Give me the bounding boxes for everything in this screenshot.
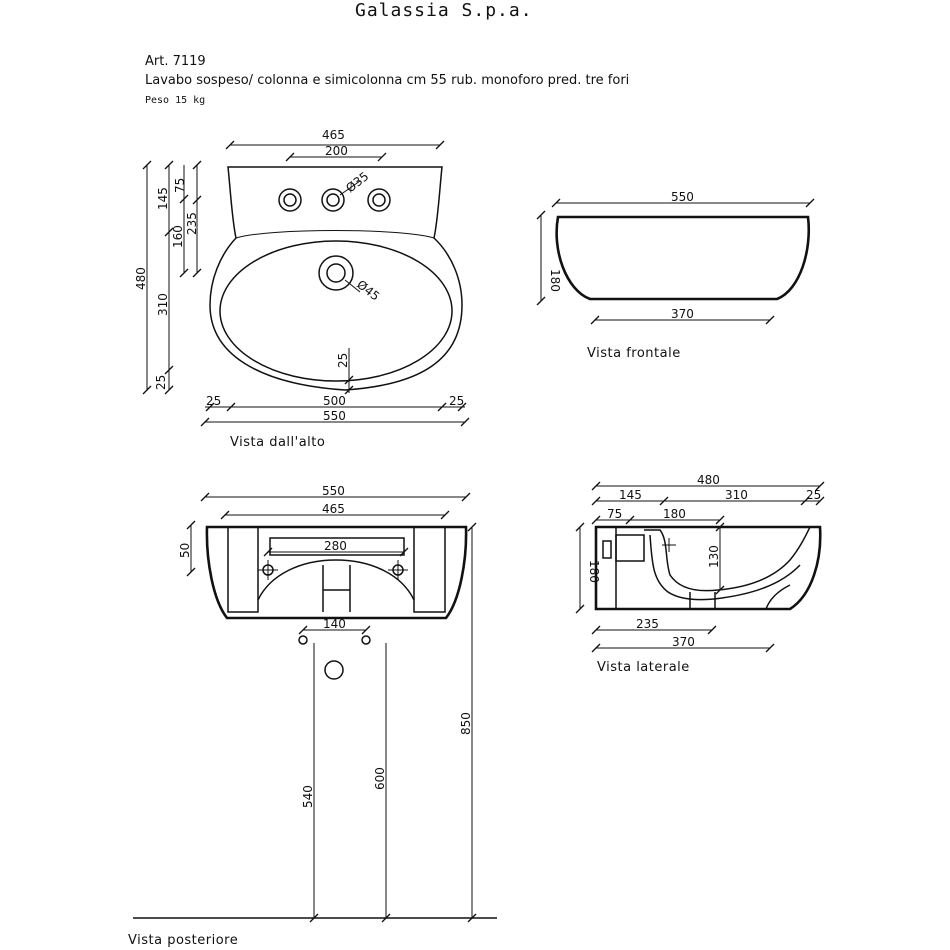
top-view: Ø35 Ø45 465 200 480 145 310 25 160 75 23… xyxy=(134,128,470,450)
tap-hole-right xyxy=(367,188,391,212)
dim-top-480: 480 xyxy=(134,267,148,290)
dim-side-180: 180 xyxy=(587,560,601,583)
rear-view-recess xyxy=(269,537,405,556)
dim-side-25: 25 xyxy=(806,488,821,502)
dim-hole-diameter: Ø35 xyxy=(343,169,371,195)
dim-side-235: 235 xyxy=(636,617,659,631)
pedestal-hole-left xyxy=(298,635,308,645)
side-view: 480 145 310 25 75 180 130 180 235 370 Vi… xyxy=(575,473,825,675)
drain-hole xyxy=(318,255,354,291)
dim-drain-diameter: Ø45 xyxy=(354,277,382,303)
dim-top-160: 160 xyxy=(171,225,185,248)
rear-view-outline xyxy=(205,525,468,620)
dim-front-550: 550 xyxy=(671,190,694,204)
dim-rear-850: 850 xyxy=(459,712,473,735)
side-view-inner-profile xyxy=(644,526,811,592)
dim-rear-465: 465 xyxy=(322,502,345,516)
dim-rear-550: 550 xyxy=(322,484,345,498)
caption-side-view: Vista laterale xyxy=(597,660,690,675)
dim-front-180: 180 xyxy=(548,269,562,292)
side-view-back-block xyxy=(596,526,617,609)
rear-view: 550 465 280 50 140 540 600 850 Vista pos… xyxy=(128,484,497,948)
dim-side-180-top: 180 xyxy=(663,507,686,521)
dim-front-370: 370 xyxy=(671,307,694,321)
side-view-outline xyxy=(594,525,822,611)
dim-top-75: 75 xyxy=(173,178,187,193)
caption-top-view: Vista dall'alto xyxy=(230,435,325,450)
article-code: Art. 7119 xyxy=(145,54,206,69)
dim-top-w25-left: 25 xyxy=(206,394,221,408)
dim-side-75: 75 xyxy=(607,507,622,521)
dim-top-145: 145 xyxy=(156,187,170,210)
dim-top-25-inner: 25 xyxy=(336,353,350,368)
tap-hole-left xyxy=(278,188,302,212)
front-view: 550 180 370 Vista frontale xyxy=(536,190,815,361)
dim-rear-280: 280 xyxy=(324,539,347,553)
caption-front-view: Vista frontale xyxy=(587,346,681,361)
rear-view-drain xyxy=(322,565,351,612)
dim-top-310: 310 xyxy=(156,293,170,316)
dim-side-310: 310 xyxy=(725,488,748,502)
company-title: Galassia S.p.a. xyxy=(355,0,533,21)
dim-side-145: 145 xyxy=(619,488,642,502)
dim-top-465: 465 xyxy=(322,128,345,142)
pedestal-hole-right xyxy=(361,635,371,645)
front-view-outline xyxy=(555,215,811,301)
dim-side-130: 130 xyxy=(707,545,721,568)
dim-rear-50: 50 xyxy=(178,543,192,558)
dim-side-370: 370 xyxy=(672,635,695,649)
top-view-rim xyxy=(235,230,435,239)
dim-rear-540: 540 xyxy=(301,785,315,808)
product-description: Lavabo sospeso/ colonna e simicolonna cm… xyxy=(145,73,629,88)
fixing-hole-right xyxy=(388,560,408,580)
dim-side-480: 480 xyxy=(697,473,720,487)
product-weight: Peso 15 kg xyxy=(145,95,205,106)
tap-hole-center xyxy=(321,188,345,212)
dim-top-550: 550 xyxy=(323,409,346,423)
dim-rear-600: 600 xyxy=(373,767,387,790)
pedestal-drain-hole xyxy=(324,660,344,680)
caption-rear-view: Vista posteriore xyxy=(128,933,238,948)
dim-top-w25-right: 25 xyxy=(449,394,464,408)
fixing-hole-left xyxy=(258,560,278,580)
dim-top-235: 235 xyxy=(185,212,199,235)
top-view-basin xyxy=(219,240,453,382)
dim-top-25-left: 25 xyxy=(154,375,168,390)
dim-top-200: 200 xyxy=(325,144,348,158)
dim-rear-140: 140 xyxy=(323,617,346,631)
top-view-outline xyxy=(209,166,463,391)
rear-view-bracket xyxy=(227,528,446,613)
dim-top-500: 500 xyxy=(323,394,346,408)
